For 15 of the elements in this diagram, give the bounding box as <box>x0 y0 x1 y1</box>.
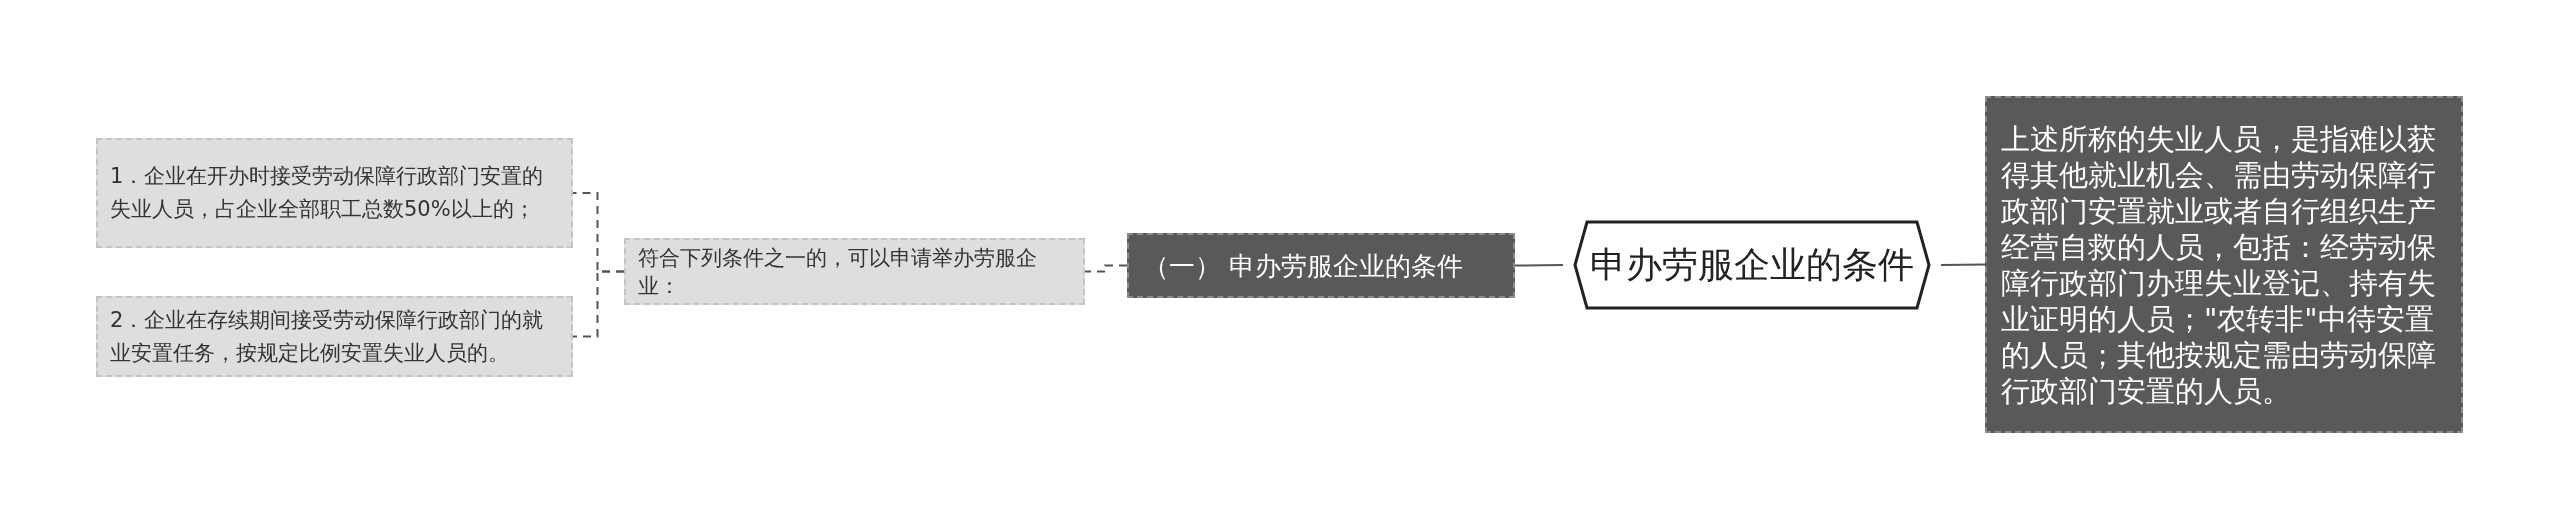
topic-text: 1．企业在开办时接受劳动保障行政部门安置的失业人员，占企业全部职工总数50%以上的； <box>110 163 545 223</box>
topic-box <box>1127 233 1515 298</box>
connector-line <box>572 270 625 338</box>
topic-box <box>624 238 1085 305</box>
topic-box <box>1985 96 2463 433</box>
topic-box <box>96 138 573 248</box>
topic-title: 申办劳服企业的条件 <box>1590 243 1914 287</box>
connector-line <box>1514 264 1564 267</box>
topic-text: （一） 申办劳服企业的条件 <box>1143 249 1464 282</box>
topic-text: 2．企业在存续期间接受劳动保障行政部门的就业安置任务，按规定比例安置失业人员的。 <box>110 306 545 367</box>
topic-text: 符合下列条件之一的，可以申请举办劳服企业： <box>638 244 1038 300</box>
connector-line <box>1940 263 1986 266</box>
topic-box <box>96 296 573 377</box>
connector-line <box>1084 264 1128 273</box>
topic-text: 上述所称的失业人员，是指难以获得其他就业机会、需由劳动保障行政部门安置就业或者自行组织生产经营自救的人员，包括：经劳动保障行政部门办理失业登记、持有失业证明的人员；"农转非"中待安置的人员；其他按规定需由劳动保障行政部门安置的人员。 <box>2001 120 2437 409</box>
